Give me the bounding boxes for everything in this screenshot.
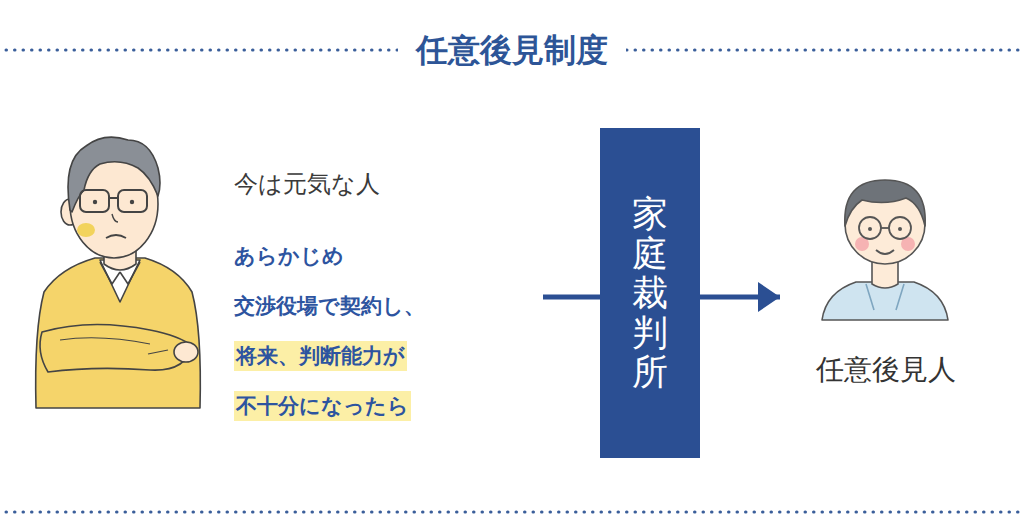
guardian-label: 任意後見人 (816, 353, 956, 386)
court-box: 家庭裁判所 (600, 128, 700, 458)
title-row: 任意後見制度 (0, 29, 1024, 71)
dotted-rule (6, 511, 1020, 514)
text-wrapper: 家庭裁判所 (632, 194, 668, 392)
guardian-group: 任意後見人 (780, 170, 992, 396)
elderly-man-illustration (36, 137, 201, 408)
connector-arrow (700, 295, 780, 300)
text-wrapper: 任意後見人 (816, 352, 956, 392)
person-text-group: 今は元気な人あらかじめ 交渉役場で契約し、将来、判断能力が 不十分になったら (228, 158, 543, 427)
guardian-illustration (822, 180, 948, 320)
connector-line (543, 295, 600, 300)
status-label: 今は元気な人 (234, 170, 380, 198)
text-wrapper: 将来、判断能力が 不十分になったら (234, 332, 484, 432)
text-wrapper: あらかじめ 交渉役場で契約し、 (234, 232, 484, 332)
dotted-rule (6, 49, 1020, 52)
court-name: 家庭裁判所 (632, 194, 668, 392)
diagram-title: 任意後見制度 (398, 31, 626, 69)
highlighted-condition-text: 将来、判断能力が 不十分になったら (234, 341, 411, 421)
text-wrapper: 今は元気な人 (234, 164, 534, 207)
condition-text: あらかじめ 交渉役場で契約し、 (234, 244, 425, 318)
